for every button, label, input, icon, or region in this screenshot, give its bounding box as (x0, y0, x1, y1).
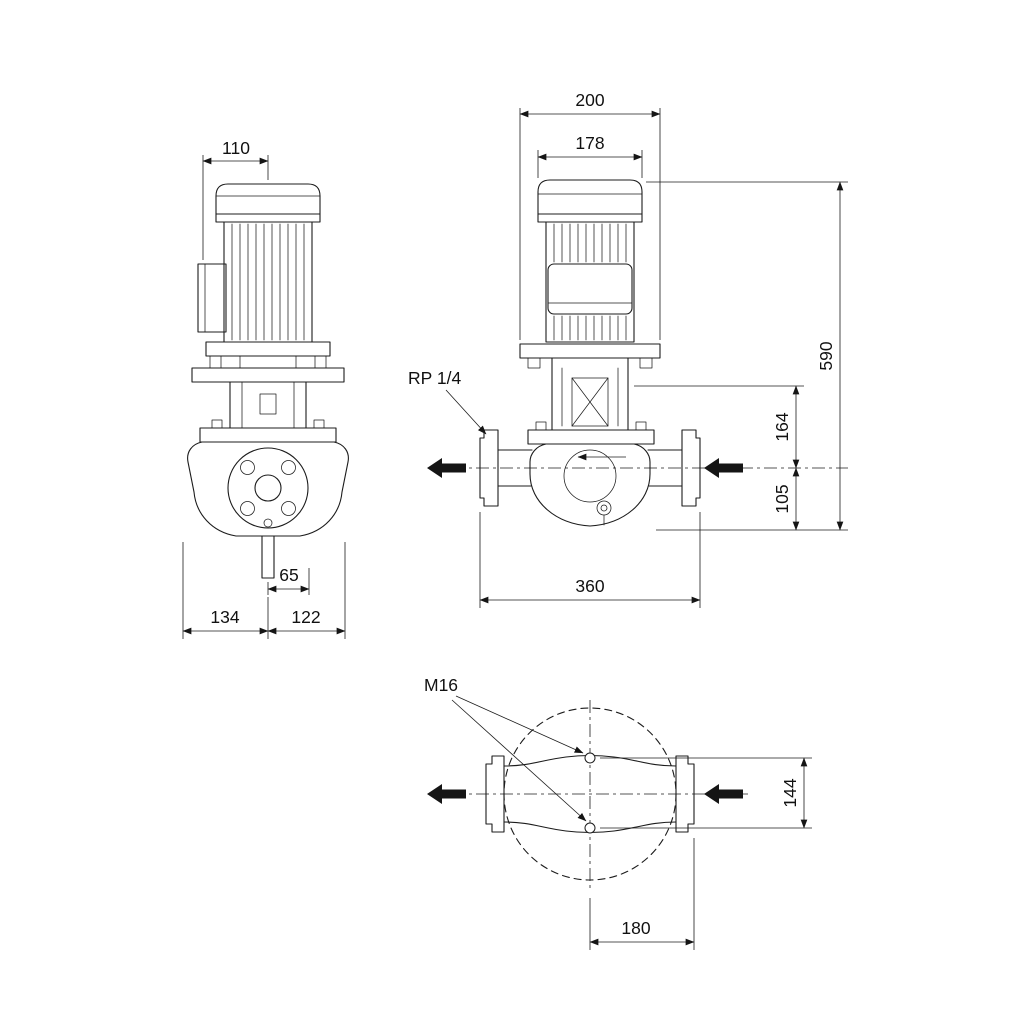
dim-label-200: 200 (575, 90, 604, 110)
dim-110: 110 (202, 138, 269, 260)
thread-label: M16 (424, 675, 458, 695)
thread-callout: M16 (424, 675, 587, 822)
gauge-port-label: RP 1/4 (408, 368, 461, 388)
front-volute (479, 429, 701, 527)
dim-144: 144 (600, 757, 812, 829)
front-view: RP 1/4 200 178 590 164 (408, 90, 848, 608)
side-volute (187, 441, 349, 579)
dim-178: 178 (537, 133, 643, 178)
dim-65: 65 (267, 565, 310, 595)
dim-label-144: 144 (780, 778, 800, 807)
dim-label-105: 105 (772, 484, 792, 513)
front-motor (537, 179, 643, 343)
dim-label-65: 65 (279, 565, 298, 585)
side-motor-flange (191, 341, 345, 383)
top-view: M16 144 180 (424, 675, 812, 950)
dim-label-590: 590 (816, 341, 836, 370)
gauge-port-callout: RP 1/4 (408, 368, 487, 435)
dim-180: 180 (589, 838, 695, 950)
dim-label-110: 110 (222, 138, 250, 158)
dim-360: 360 (479, 512, 701, 608)
side-motor (215, 183, 321, 343)
dim-label-178: 178 (575, 133, 604, 153)
top-right-flange (675, 755, 695, 833)
front-stator-panel (547, 263, 633, 315)
drain-plug (596, 500, 612, 516)
dim-label-122: 122 (291, 607, 320, 627)
flow-direction-arrow-left-top (427, 784, 466, 804)
dim-label-134: 134 (210, 607, 239, 627)
dim-590: 590 (646, 181, 848, 531)
side-lantern (199, 381, 337, 443)
dim-164: 164 (634, 385, 804, 469)
m16-hole-bottom (584, 822, 596, 834)
dim-200: 200 (519, 90, 661, 340)
discharge-flange (681, 429, 701, 507)
dim-105: 105 (772, 467, 800, 531)
dim-label-360: 360 (575, 576, 604, 596)
dim-label-180: 180 (621, 918, 650, 938)
front-lantern (527, 357, 655, 445)
side-terminal-box (197, 263, 227, 333)
drain-pipe (261, 535, 275, 579)
flow-direction-arrow-left (427, 458, 466, 478)
dim-label-164: 164 (772, 412, 792, 441)
side-view: 110 65 134 122 (182, 138, 349, 639)
dim-134-122: 134 122 (182, 542, 346, 639)
flow-direction-arrow-right (704, 458, 743, 478)
front-motor-flange (519, 343, 661, 369)
top-left-flange (485, 755, 505, 833)
flow-direction-arrow-right-top (704, 784, 743, 804)
m16-hole-top (584, 752, 596, 764)
